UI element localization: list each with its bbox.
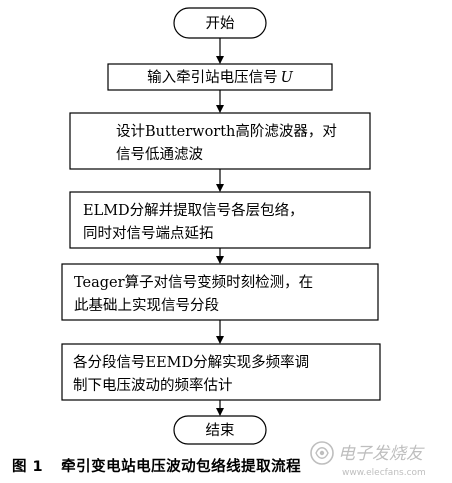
svg-text:电子发烧友: 电子发烧友 (338, 444, 425, 464)
step-1-box (107, 63, 333, 91)
start-label: 开始 (206, 15, 235, 32)
step-5-box (61, 343, 381, 401)
end-terminator (173, 415, 267, 445)
svg-text:www.elecfans.com: www.elecfans.com (342, 468, 426, 478)
step-3-box (69, 191, 371, 249)
step-4-line-2: 此基础上实现信号分段 (74, 297, 219, 314)
step-4-line-1: Teager算子对信号变频时刻检测，在 (74, 274, 313, 291)
step-3-line-1: ELMD分解并提取信号各层包络， (83, 202, 304, 219)
step-1-variable: U (281, 70, 294, 86)
step-2-line-2: 信号低通滤波 (116, 146, 203, 163)
end-label: 结束 (206, 422, 235, 439)
step-2-box (69, 112, 371, 170)
step-1-text: 输入牵引站电压信号 (147, 69, 278, 86)
figure-number: 图 1 (12, 459, 44, 475)
step-4-box (61, 263, 379, 321)
step-3-line-2: 同时对信号端点延拓 (83, 225, 214, 242)
step-5-line-1: 各分段信号EEMD分解实现多频率调 (73, 354, 309, 371)
figure-title: 牵引变电站电压波动包络线提取流程 (61, 459, 302, 475)
figure-caption: 图 1 牵引变电站电压波动包络线提取流程 (12, 455, 301, 476)
elecfans-watermark-logo: 电子发烧友 www.elecfans.com (310, 441, 426, 478)
step-5-line-2: 制下电压波动的频率估计 (73, 377, 233, 394)
step-2-line-1: 设计Butterworth高阶滤波器，对 (116, 123, 337, 140)
